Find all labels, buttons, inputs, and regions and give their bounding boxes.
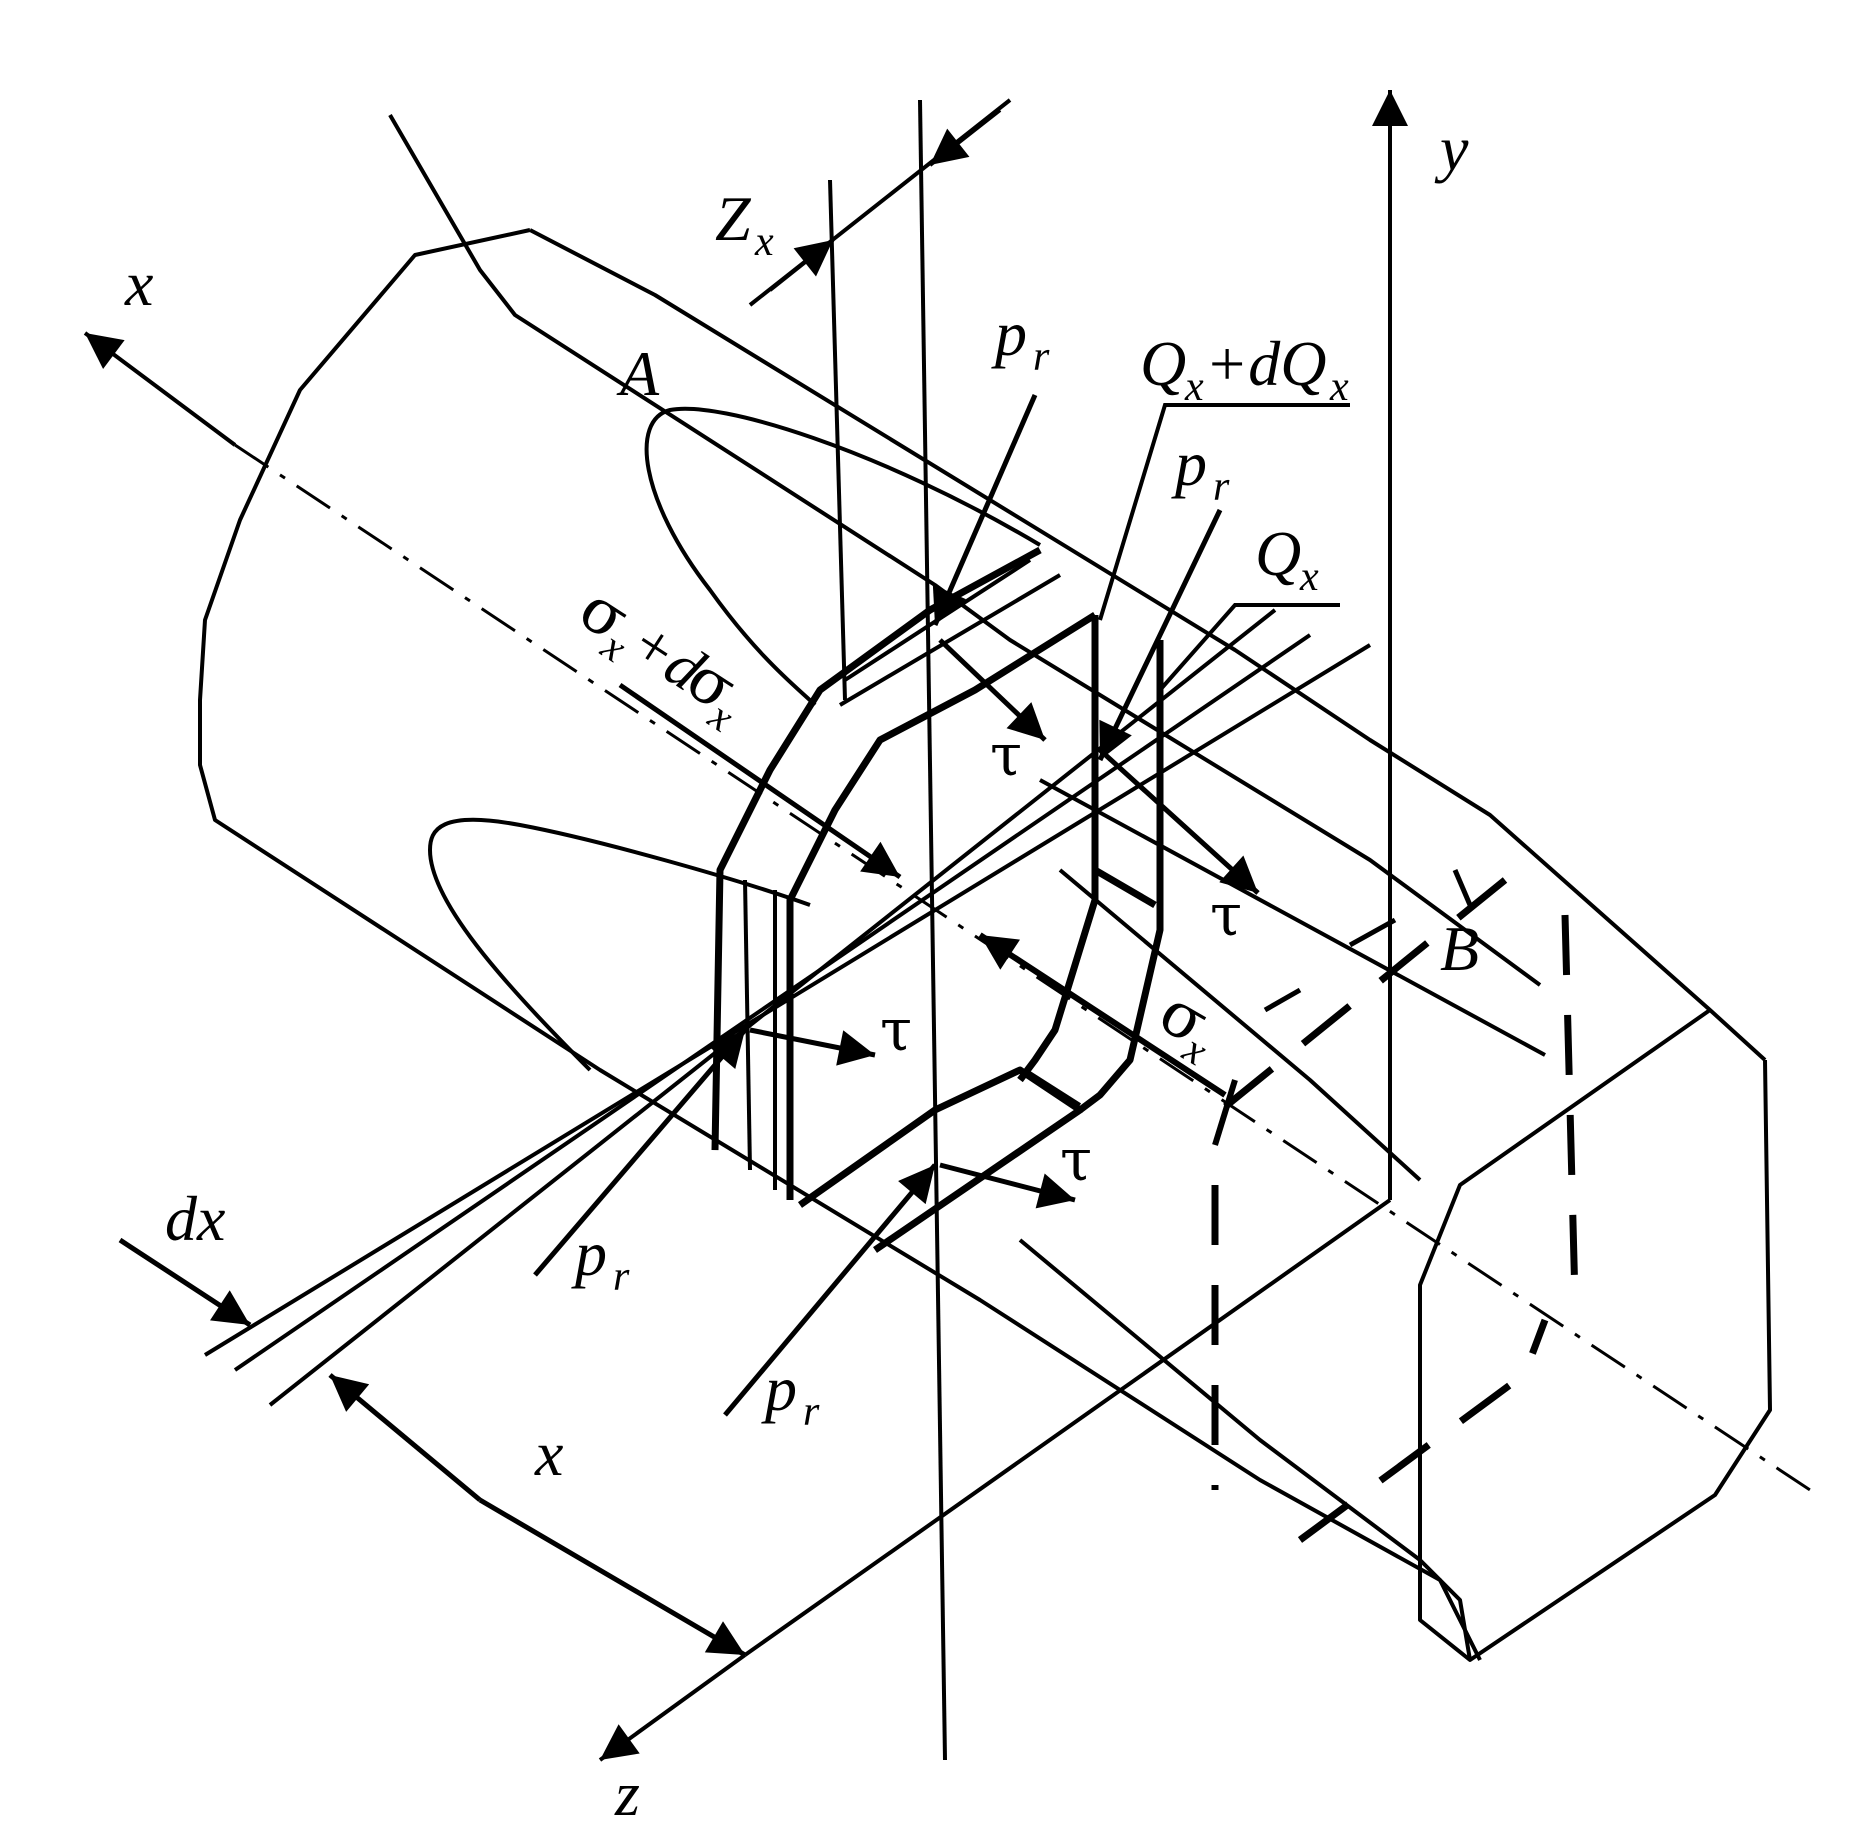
svg-text:+dQ: +dQ <box>1205 328 1326 399</box>
infinitesimal-element <box>711 546 1164 1253</box>
z-axis-label: z <box>614 1758 640 1829</box>
zx-label: Z x <box>715 183 774 265</box>
center-axis-line <box>234 443 1811 1492</box>
svg-text:p: p <box>761 1353 797 1424</box>
tau-arrow-top <box>938 638 1047 742</box>
vertical-line-1 <box>918 99 947 1761</box>
svg-text:p: p <box>991 298 1027 369</box>
qx-dqx-leader <box>1098 403 1350 621</box>
svg-text:x: x <box>754 219 774 265</box>
hidden-lines <box>1211 877 1579 1543</box>
b-tick-2 <box>1348 917 1397 948</box>
zx-dimension <box>748 98 1012 307</box>
tear-shape-lower <box>428 817 811 1072</box>
zx-arrow-2 <box>768 238 835 292</box>
tau-arrow-left <box>749 1027 876 1066</box>
zx-arrow-1 <box>928 108 1002 167</box>
hidden-bottom <box>1297 1318 1549 1543</box>
thin-top-1 <box>838 573 1062 707</box>
tau-label-right: τ <box>1210 881 1242 949</box>
diag-line-3 <box>268 608 1277 1407</box>
pr-arrow-right <box>1097 508 1223 762</box>
svg-text:r: r <box>1213 464 1230 510</box>
x-dim-arrow-end <box>478 1497 747 1658</box>
sigma-arrow <box>978 932 1227 1098</box>
hidden-top <box>1212 877 1508 1118</box>
tau-arrow-right <box>1098 748 1260 895</box>
svg-text:r: r <box>803 1389 820 1435</box>
svg-text:p: p <box>1171 428 1207 499</box>
pr-arrow-top <box>932 394 1038 626</box>
tau-label-left: τ <box>880 996 912 1064</box>
thin-bot-1 <box>1023 1068 1082 1107</box>
pr-arrow-bottom <box>723 1163 937 1417</box>
svg-text:x: x <box>1329 364 1349 410</box>
qx-dqx-label: Q x +dQ x <box>1140 328 1349 410</box>
x-axis-label: x <box>124 248 153 319</box>
tau-label-bottom: τ <box>1060 1126 1092 1194</box>
dx-label: dx <box>165 1183 225 1254</box>
q-leaders <box>1098 403 1350 692</box>
bottom-right-edge <box>1018 1238 1472 1661</box>
force-arrows <box>533 394 1473 1417</box>
pr-label-right: p r <box>1171 428 1230 510</box>
z-axis <box>598 1653 747 1762</box>
svg-text:r: r <box>613 1254 630 1300</box>
axes <box>83 90 1408 1762</box>
hidden-vertical-2 <box>1561 914 1579 1301</box>
svg-text:p: p <box>571 1218 607 1289</box>
right-hex-end <box>1418 1008 1772 1662</box>
sigma-x-label: σ x <box>1148 975 1221 1075</box>
b-tick-3 <box>1263 987 1302 1013</box>
element-inner <box>786 612 1097 1200</box>
svg-text:σ: σ <box>1148 975 1221 1059</box>
b-tick-1 <box>1452 869 1473 906</box>
sigma-dsigma-arrow <box>618 682 902 880</box>
tube-outline-left <box>198 228 1482 1661</box>
sigma-tick <box>1212 1079 1238 1146</box>
x-dim-arrow-start <box>328 1373 482 1502</box>
svg-text:Z: Z <box>715 183 752 254</box>
diag-line-2 <box>233 633 1312 1372</box>
tau-arrow-bottom <box>939 1162 1076 1209</box>
y-axis-label: y <box>1434 113 1469 184</box>
pr-label-bottom: p r <box>761 1353 820 1435</box>
x-axis <box>83 331 237 447</box>
line-to-b <box>1039 778 1546 1057</box>
element-top-bar <box>1093 866 1157 909</box>
x-dimension-label: x <box>534 1418 563 1489</box>
thin-left-1 <box>743 879 752 1171</box>
pr-arrow-left <box>533 1028 747 1277</box>
pr-label-left: p r <box>571 1218 630 1300</box>
outline <box>198 99 1772 1761</box>
element-front-face <box>1017 615 1099 1083</box>
point-a-label: A <box>616 338 660 409</box>
svg-text:Q: Q <box>1140 328 1186 399</box>
svg-text:r: r <box>1033 334 1050 380</box>
point-b-label: B <box>1440 913 1479 984</box>
vertical-line-2 <box>828 179 847 701</box>
element-bottom <box>797 1066 1084 1253</box>
svg-text:x: x <box>1299 554 1319 600</box>
svg-text:Q: Q <box>1255 518 1301 589</box>
diag-line-lower-edge <box>743 1198 1392 1657</box>
dx-arrow <box>118 1237 252 1328</box>
qx-leader <box>1158 603 1340 692</box>
tau-label-top: τ <box>990 721 1022 789</box>
element-outer <box>711 546 1042 1151</box>
tear-shape-a <box>644 406 1042 707</box>
inner-right-edge <box>1058 868 1422 1182</box>
qx-label: Q x <box>1255 518 1319 600</box>
element-back-face <box>1077 640 1164 1113</box>
pr-label-top: p r <box>991 298 1050 380</box>
svg-text:x: x <box>1184 364 1204 410</box>
dx-x-dimensions <box>118 1237 747 1658</box>
